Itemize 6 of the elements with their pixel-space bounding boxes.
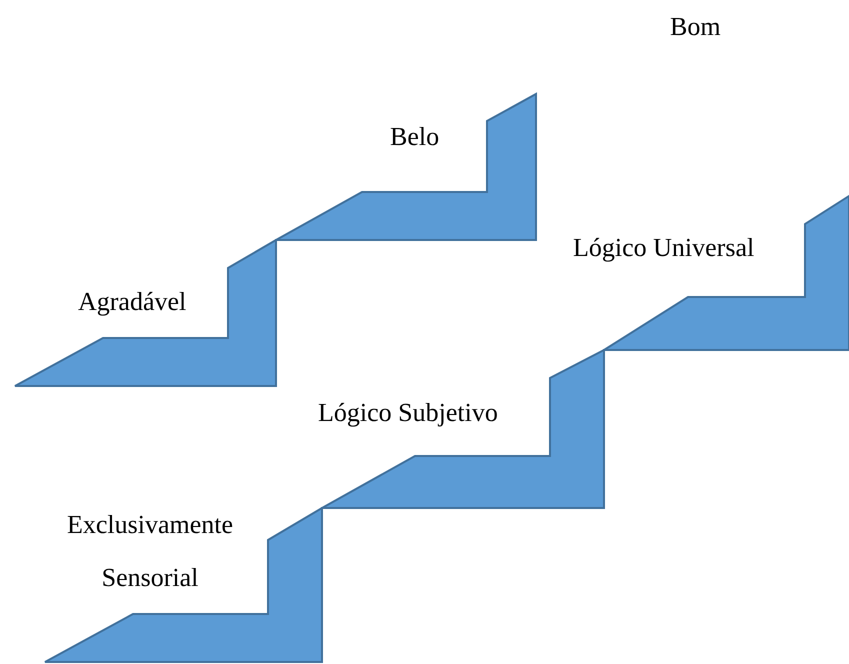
step-label: Lógico Universal (573, 232, 754, 264)
step-label: Belo (390, 121, 440, 153)
step-label: Agradável (78, 286, 186, 318)
step-label: Bom (670, 11, 721, 43)
step-label: Exclusivamente Sensorial (66, 509, 234, 594)
step-label: Lógico Subjetivo (318, 397, 498, 429)
